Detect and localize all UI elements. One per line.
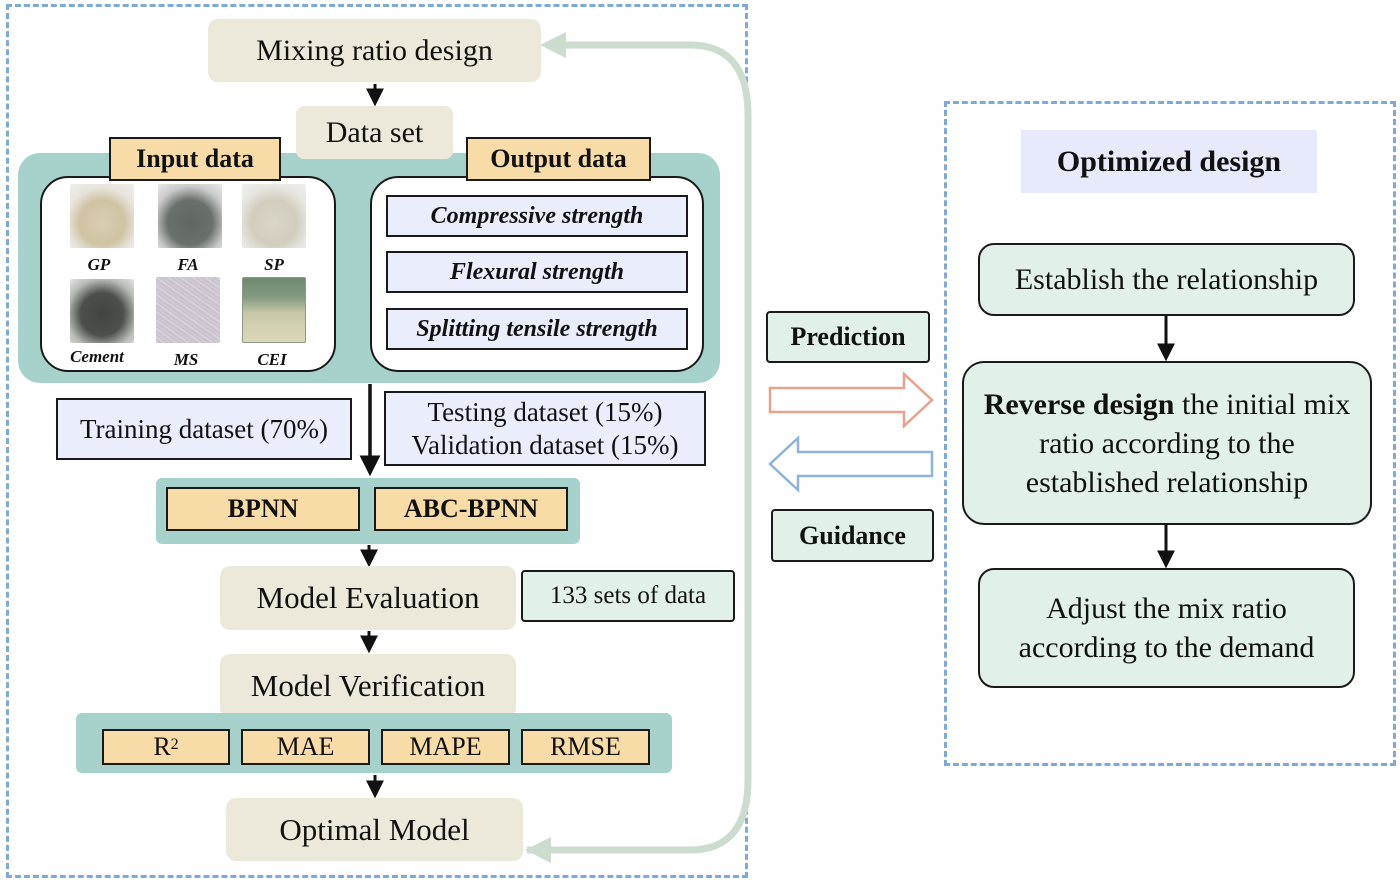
optimal-model-box: Optimal Model: [226, 798, 523, 861]
model-evaluation-box: Model Evaluation: [220, 566, 516, 630]
model-evaluation-label: Model Evaluation: [256, 580, 480, 615]
metric-r2-base: R: [153, 732, 171, 761]
output-data-title: Output data: [490, 144, 627, 173]
material-label-cei: CEI: [257, 350, 287, 369]
input-data-tag: Input data: [109, 137, 281, 181]
material-label-gp: GP: [87, 255, 111, 274]
material-label-cement: Cement: [70, 347, 124, 366]
adjust-mix-ratio-box: Adjust the mix ratio according to the de…: [978, 568, 1355, 688]
adjust-mix-ratio-label: Adjust the mix ratio according to the de…: [1018, 592, 1315, 664]
establish-relationship-label: Establish the relationship: [1014, 262, 1319, 296]
mixing-ratio-design-box: Mixing ratio design: [208, 19, 541, 82]
metric-mae: MAE: [241, 729, 370, 765]
output-item-compressive-label: Compressive strength: [430, 202, 644, 229]
fa-sample-image: [158, 184, 222, 248]
model-verification-label: Model Verification: [250, 668, 486, 703]
optimized-design-frame: [944, 101, 1396, 766]
metric-mape-label: MAPE: [409, 732, 482, 761]
training-dataset-box: Training dataset (70%): [56, 398, 352, 460]
optimized-design-title-box: Optimized design: [1021, 130, 1317, 193]
gp-sample-image: [70, 184, 134, 248]
reverse-design-rest: the initial mix ratio according to the e…: [1025, 387, 1351, 499]
validation-dataset-label: Validation dataset (15%): [411, 429, 679, 460]
material-label-ms: MS: [173, 350, 199, 369]
feedback-loop-arrow: [527, 41, 752, 854]
output-data-tag: Output data: [466, 137, 651, 181]
model-verification-box: Model Verification: [220, 654, 516, 718]
data-set-box: Data set: [296, 106, 453, 159]
data-set-label: Data set: [325, 115, 424, 149]
loop-arrowhead-bottom: [525, 837, 551, 863]
training-dataset-label: Training dataset (70%): [80, 413, 328, 444]
metric-mape: MAPE: [381, 729, 510, 765]
optimized-design-title: Optimized design: [1056, 144, 1282, 178]
reverse-design-text: Reverse design the initial mix ratio acc…: [982, 385, 1352, 502]
cei-sample-image: [242, 277, 306, 343]
input-data-title: Input data: [136, 144, 254, 173]
model-bpnn-label: BPNN: [227, 494, 299, 523]
model-abc-bpnn: ABC-BPNN: [374, 487, 568, 531]
material-label-sp: SP: [264, 255, 284, 274]
establish-relationship-box: Establish the relationship: [978, 243, 1355, 316]
prediction-label-box: Prediction: [766, 311, 930, 363]
optimal-model-label: Optimal Model: [279, 811, 470, 847]
reverse-design-bold: Reverse design: [983, 387, 1175, 421]
metric-r2-sup: 2: [170, 736, 179, 753]
model-bpnn: BPNN: [166, 487, 360, 531]
guidance-label-box: Guidance: [771, 509, 934, 562]
guidance-arrow: [768, 435, 934, 493]
output-item-flexural: Flexural strength: [386, 251, 688, 293]
output-item-flexural-label: Flexural strength: [449, 258, 625, 285]
cement-sample-image: [70, 279, 134, 343]
sets-of-data-box: 133 sets of data: [521, 570, 735, 622]
sp-sample-image: [242, 184, 306, 248]
prediction-label: Prediction: [790, 322, 906, 351]
reverse-design-box: Reverse design the initial mix ratio acc…: [962, 361, 1372, 525]
output-item-compressive: Compressive strength: [386, 195, 688, 237]
mixing-ratio-design-label: Mixing ratio design: [256, 33, 493, 67]
metric-rmse-label: RMSE: [550, 732, 621, 761]
guidance-label: Guidance: [799, 520, 906, 550]
test-validation-box: Testing dataset (15%) Validation dataset…: [384, 391, 706, 466]
loop-arrowhead-top: [540, 32, 566, 58]
model-abc-bpnn-label: ABC-BPNN: [403, 494, 539, 523]
metric-rmse: RMSE: [521, 729, 650, 765]
output-item-splitting: Splitting tensile strength: [386, 308, 688, 350]
metric-mae-label: MAE: [276, 732, 335, 761]
material-label-fa: FA: [177, 255, 199, 274]
ms-sample-image: [156, 277, 220, 343]
sets-of-data-label: 133 sets of data: [549, 582, 707, 609]
testing-dataset-label: Testing dataset (15%): [427, 396, 663, 427]
output-item-splitting-label: Splitting tensile strength: [416, 315, 658, 342]
prediction-arrow: [768, 371, 934, 429]
